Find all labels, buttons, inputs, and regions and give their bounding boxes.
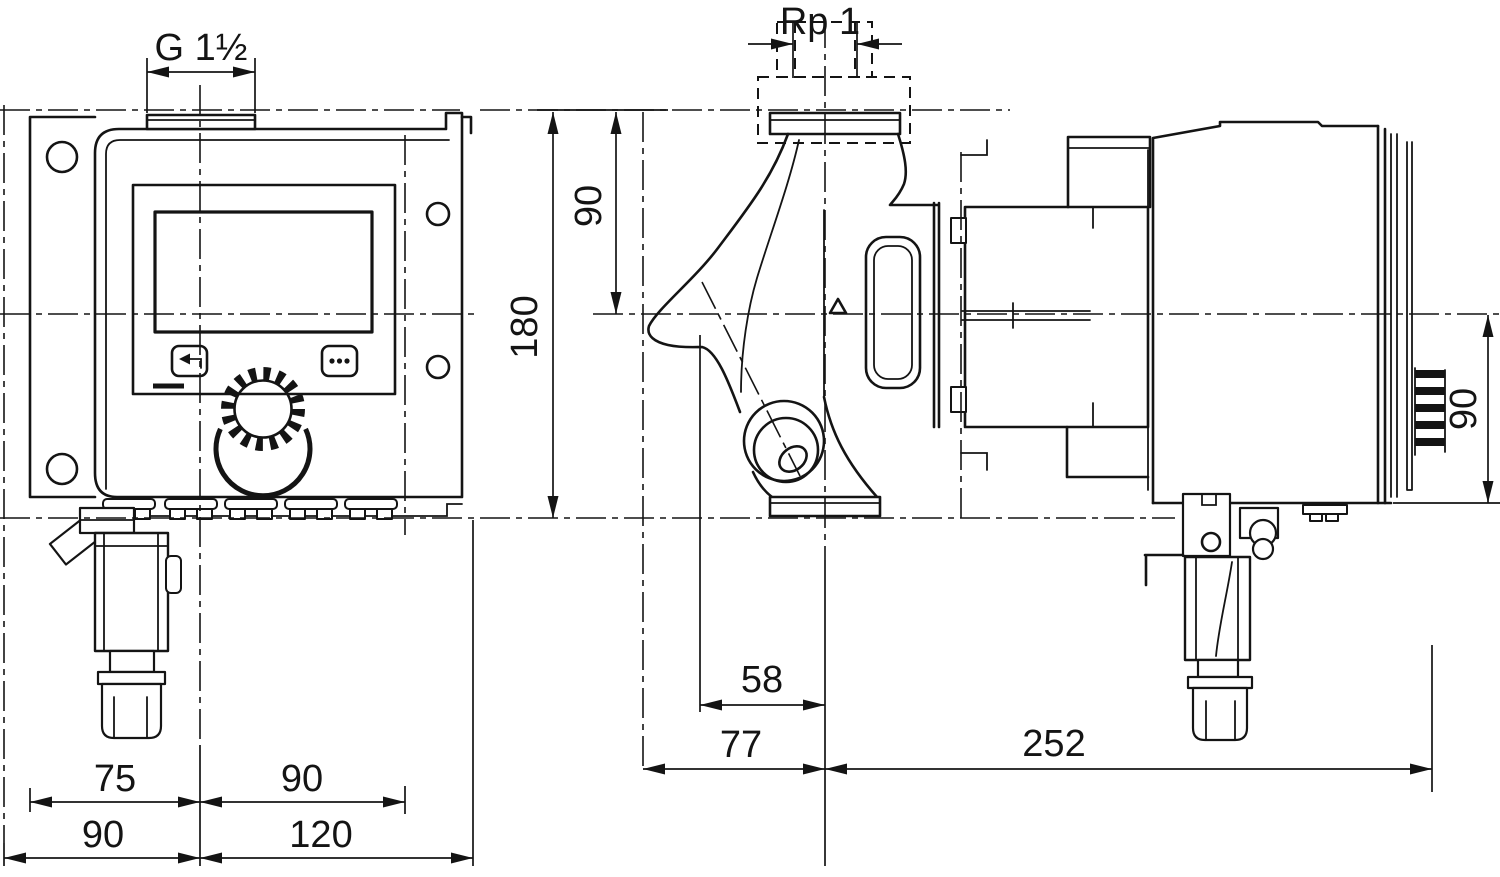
side-port-flange: [768, 111, 902, 136]
dim-front-75: 75: [94, 758, 136, 800]
volute-inner: [752, 416, 820, 484]
mounting-hole: [45, 452, 79, 486]
dim-front-total-90: 90: [82, 814, 124, 856]
dots-icon: [336, 358, 343, 364]
plug-latch: [165, 555, 182, 594]
pump-housing: [647, 132, 940, 518]
knob-teeth: [221, 367, 305, 451]
dim-front-90: 90: [281, 758, 323, 800]
back-button: [170, 344, 209, 378]
dim-side-58: 58: [741, 659, 783, 701]
dim-side-180: 180: [504, 295, 546, 358]
centerlines: [0, 18, 1500, 843]
top-port-flange: [145, 113, 257, 131]
knob-arc: [213, 427, 313, 499]
wilo-connector-ribs: [1414, 367, 1446, 456]
dim-side-90-right: 90: [1443, 388, 1485, 430]
dim-front-total-120: 120: [289, 814, 352, 856]
dim-side-thread: Rp 1: [780, 1, 860, 43]
electrical-plug-front: [48, 506, 182, 740]
plug-assembly-side: [1143, 492, 1280, 742]
stator-housing: [963, 205, 1150, 429]
display-panel: [131, 183, 397, 396]
module-gland: [1302, 504, 1348, 515]
dots-icon: [329, 358, 335, 364]
housing-boss: [864, 235, 922, 390]
module-inner-edge: [105, 139, 450, 490]
dimensions: G 1½ 75 90 90 120 Rp 1 180 90: [3, 1, 1500, 866]
cable-gland: [164, 498, 218, 520]
screw-hole: [425, 201, 451, 227]
section-axis: [701, 281, 801, 477]
rotor-shaft: [961, 302, 1091, 329]
flange-lug: [950, 386, 967, 413]
dim-side-77: 77: [720, 724, 762, 766]
flow-direction-arrow: [828, 297, 848, 315]
back-arrow-icon-head: [179, 353, 190, 365]
front-view: [28, 111, 473, 740]
toothed-rotary-knob: [233, 379, 293, 439]
module-side: [1066, 120, 1446, 522]
cable-glands: [102, 498, 398, 520]
cable-gland: [344, 498, 398, 520]
context-menu-button: [320, 344, 359, 378]
screw-hole: [425, 354, 451, 380]
drain-plug: [778, 445, 808, 473]
display-screen: [153, 210, 374, 334]
motor-flange-plate: [932, 201, 941, 429]
motor-section: [932, 139, 1150, 479]
mounting-hole: [45, 140, 79, 174]
cable-gland: [224, 498, 278, 520]
mounting-bracket: [1181, 492, 1232, 558]
cable-gland: [284, 498, 338, 520]
bracket-hole: [1200, 531, 1222, 553]
dim-front-thread: G 1½: [155, 27, 248, 69]
module-side-tab: [460, 115, 473, 135]
dim-side-90-top: 90: [568, 185, 610, 227]
control-module-body: [93, 111, 464, 499]
housing-behind-module: [28, 115, 97, 499]
dim-side-252: 252: [1022, 723, 1085, 765]
side-view: [647, 21, 1446, 742]
back-arrow-icon: [187, 358, 202, 369]
dots-icon: [344, 358, 350, 364]
cable-line: [1215, 561, 1233, 657]
flange-lug: [950, 217, 967, 244]
